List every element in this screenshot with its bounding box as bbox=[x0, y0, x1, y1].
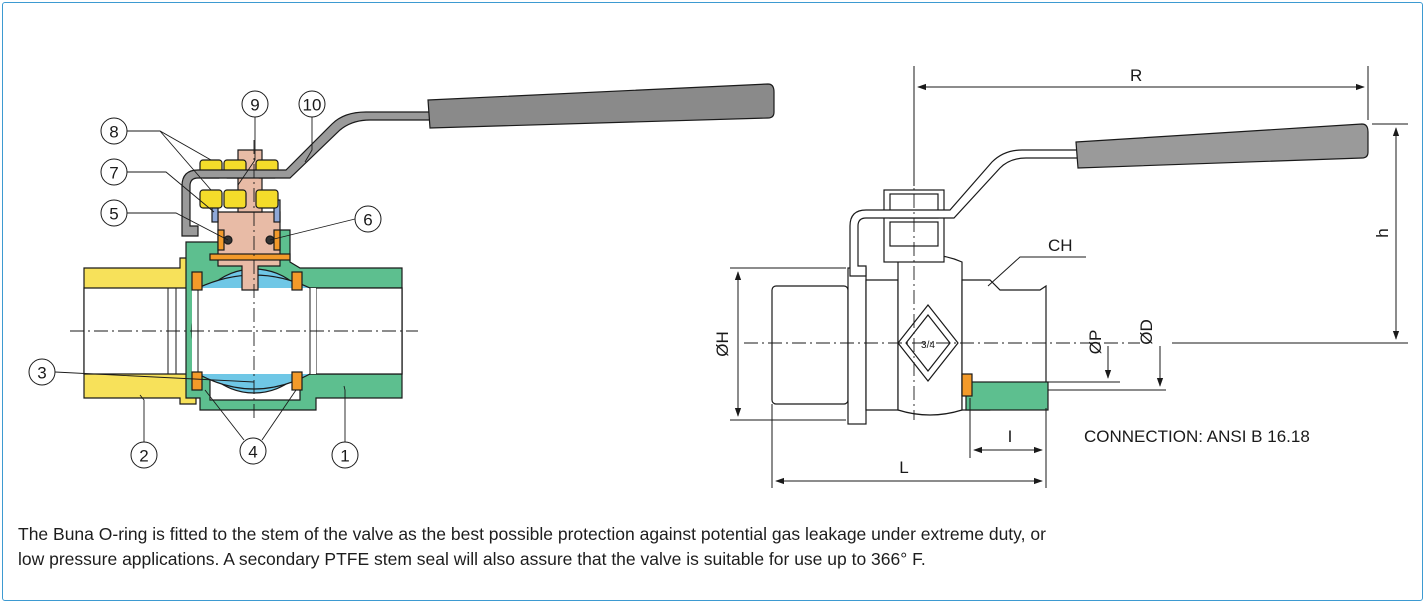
seat bbox=[191, 271, 203, 291]
cross-section-view bbox=[83, 83, 775, 411]
description-line-2: low pressure applications. A secondary P… bbox=[18, 549, 926, 569]
callout-5-text: 5 bbox=[109, 205, 118, 224]
dimension-lines bbox=[730, 66, 1408, 488]
description-text: The Buna O-ring is fitted to the stem of… bbox=[18, 522, 1413, 572]
callout-10-text: 10 bbox=[303, 96, 322, 115]
dim-OD: ØD bbox=[1137, 319, 1156, 345]
callout-8-text: 8 bbox=[109, 123, 118, 142]
callout-2-text: 2 bbox=[139, 447, 148, 466]
stem-nuts bbox=[199, 159, 279, 209]
callout-7-text: 7 bbox=[109, 164, 118, 183]
dim-OP: ØP bbox=[1086, 330, 1105, 355]
dim-I: I bbox=[1008, 427, 1013, 446]
description-line-1: The Buna O-ring is fitted to the stem of… bbox=[18, 524, 1046, 544]
dim-OH: ØH bbox=[713, 331, 732, 357]
dim-h: h bbox=[1373, 228, 1392, 237]
centre-lines-right bbox=[744, 170, 1140, 420]
callout-4-text: 4 bbox=[248, 443, 257, 462]
dim-L: L bbox=[899, 458, 908, 477]
dim-CH: CH bbox=[1048, 236, 1073, 255]
size-marking: 3/4 bbox=[921, 340, 935, 351]
dim-R: R bbox=[1130, 66, 1142, 85]
callout-9-text: 9 bbox=[250, 96, 259, 115]
callout-1-text: 1 bbox=[340, 447, 349, 466]
connection-note: CONNECTION: ANSI B 16.18 bbox=[1084, 427, 1310, 446]
centre-lines-left bbox=[70, 140, 418, 420]
callout-6-text: 6 bbox=[363, 211, 372, 230]
leader-lines bbox=[54, 117, 356, 442]
external-view bbox=[771, 123, 1369, 425]
callout-4a bbox=[239, 437, 267, 465]
callout-3-text: 3 bbox=[37, 364, 46, 383]
